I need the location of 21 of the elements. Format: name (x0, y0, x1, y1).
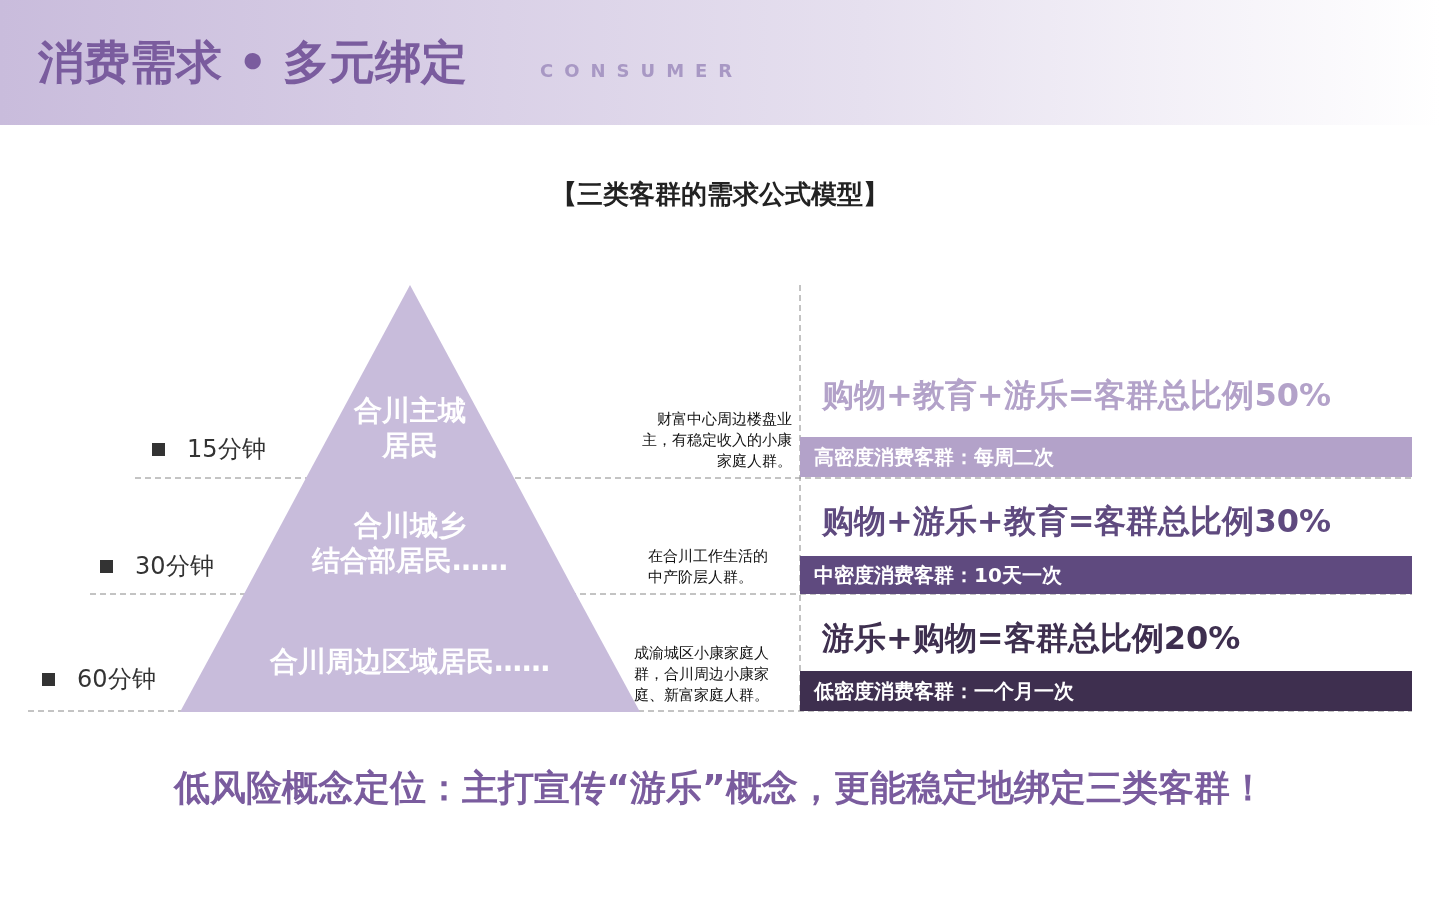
caption: 低风险概念定位：主打宣传“游乐”概念，更能稳定地绑定三类客群！ (172, 766, 1267, 810)
time-label: 60分钟 (77, 664, 156, 695)
pyramid-tier (244, 478, 576, 594)
formula-text: 游乐+购物=客群总比例20% (822, 618, 1241, 659)
slide-title: 消费需求 • 多元绑定 (38, 34, 468, 91)
pyramid-tier (306, 285, 514, 478)
formula-text: 购物+教育+游乐=客群总比例50% (822, 375, 1332, 416)
description-text: 成渝城区小康家庭人群，合川周边小康家庭、新富家庭人群。 (634, 643, 770, 706)
tier-label: 合川主城居民 (353, 393, 467, 463)
time-label: 30分钟 (135, 551, 214, 582)
formula-text: 购物+游乐+教育=客群总比例30% (822, 501, 1332, 542)
time-label: 15分钟 (187, 434, 266, 465)
density-bar: 中密度消费客群：10天一次 (800, 556, 1412, 594)
subtitle-english: CONSUMER (540, 60, 744, 81)
density-bar: 低密度消费客群：一个月一次 (800, 671, 1412, 711)
tier-label: 合川城乡结合部居民…… (310, 508, 509, 578)
description-text: 财富中心周边楼盘业主，有稳定收入的小康家庭人群。 (641, 409, 792, 472)
description-text: 在合川工作生活的中产阶层人群。 (648, 546, 769, 588)
section-heading: 【三类客群的需求公式模型】 (550, 178, 890, 211)
density-bar: 高密度消费客群：每周二次 (800, 437, 1412, 477)
tier-label: 合川周边区域居民…… (269, 644, 551, 679)
